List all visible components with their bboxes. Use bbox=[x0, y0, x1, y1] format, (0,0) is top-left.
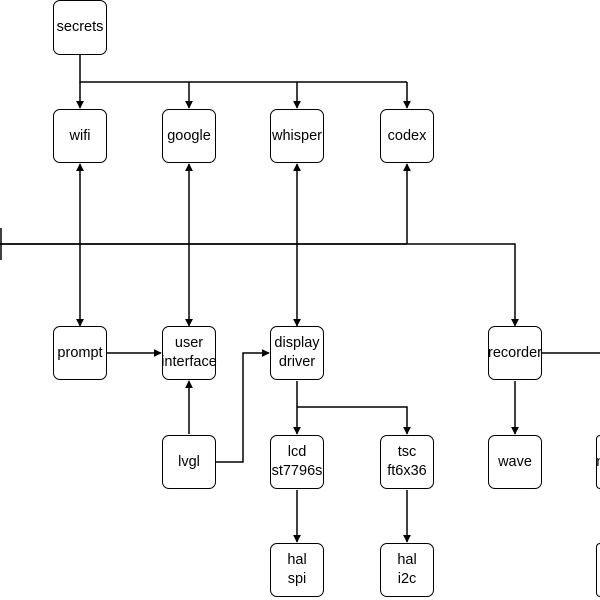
node-label: user interface bbox=[161, 335, 217, 370]
node-label: wave bbox=[498, 453, 532, 470]
edge-bus-recorder bbox=[0, 243, 519, 327]
node-label: in bbox=[597, 453, 600, 472]
node-label: lvgl bbox=[178, 453, 200, 470]
node-label: hal i2c bbox=[397, 552, 417, 587]
node-codex[interactable]: codex bbox=[380, 109, 434, 163]
node-display-driver[interactable]: display driver bbox=[270, 326, 324, 380]
node-secrets[interactable]: secrets bbox=[53, 0, 107, 55]
node-label: secrets bbox=[56, 19, 104, 35]
node-prompt[interactable]: prompt bbox=[53, 326, 107, 380]
node-google[interactable]: google bbox=[162, 109, 216, 163]
node-wave[interactable]: wave bbox=[488, 435, 542, 489]
edge-lvgl-display-driver bbox=[216, 349, 270, 463]
node-label: tsc ft6x36 bbox=[387, 444, 427, 479]
node-lcd[interactable]: lcd st7796s bbox=[270, 435, 324, 489]
node-label: codex bbox=[387, 127, 427, 144]
edge-display-driver-tsc bbox=[297, 406, 411, 435]
node-label: lcd st7796s bbox=[271, 444, 323, 479]
node-partial-right-top[interactable]: in bbox=[596, 435, 600, 489]
node-partial-right-bottom[interactable] bbox=[596, 543, 600, 597]
node-tsc[interactable]: tsc ft6x36 bbox=[380, 435, 434, 489]
edge-secrets-trunk bbox=[79, 55, 407, 83]
node-wifi[interactable]: wifi bbox=[53, 109, 107, 163]
node-label: prompt bbox=[57, 344, 103, 361]
node-label: wifi bbox=[69, 127, 91, 144]
node-hal-i2c[interactable]: hal i2c bbox=[380, 543, 434, 597]
node-whisper[interactable]: whisper bbox=[270, 109, 324, 163]
node-label: recorder bbox=[488, 344, 542, 361]
node-hal-spi[interactable]: hal spi bbox=[270, 543, 324, 597]
node-label: display driver bbox=[274, 335, 320, 370]
node-user-interface[interactable]: user interface bbox=[161, 326, 217, 380]
node-recorder[interactable]: recorder bbox=[488, 326, 542, 380]
node-label: whisper bbox=[272, 127, 322, 144]
node-label: hal spi bbox=[287, 552, 307, 587]
node-label: google bbox=[167, 127, 211, 144]
node-lvgl[interactable]: lvgl bbox=[162, 435, 216, 489]
